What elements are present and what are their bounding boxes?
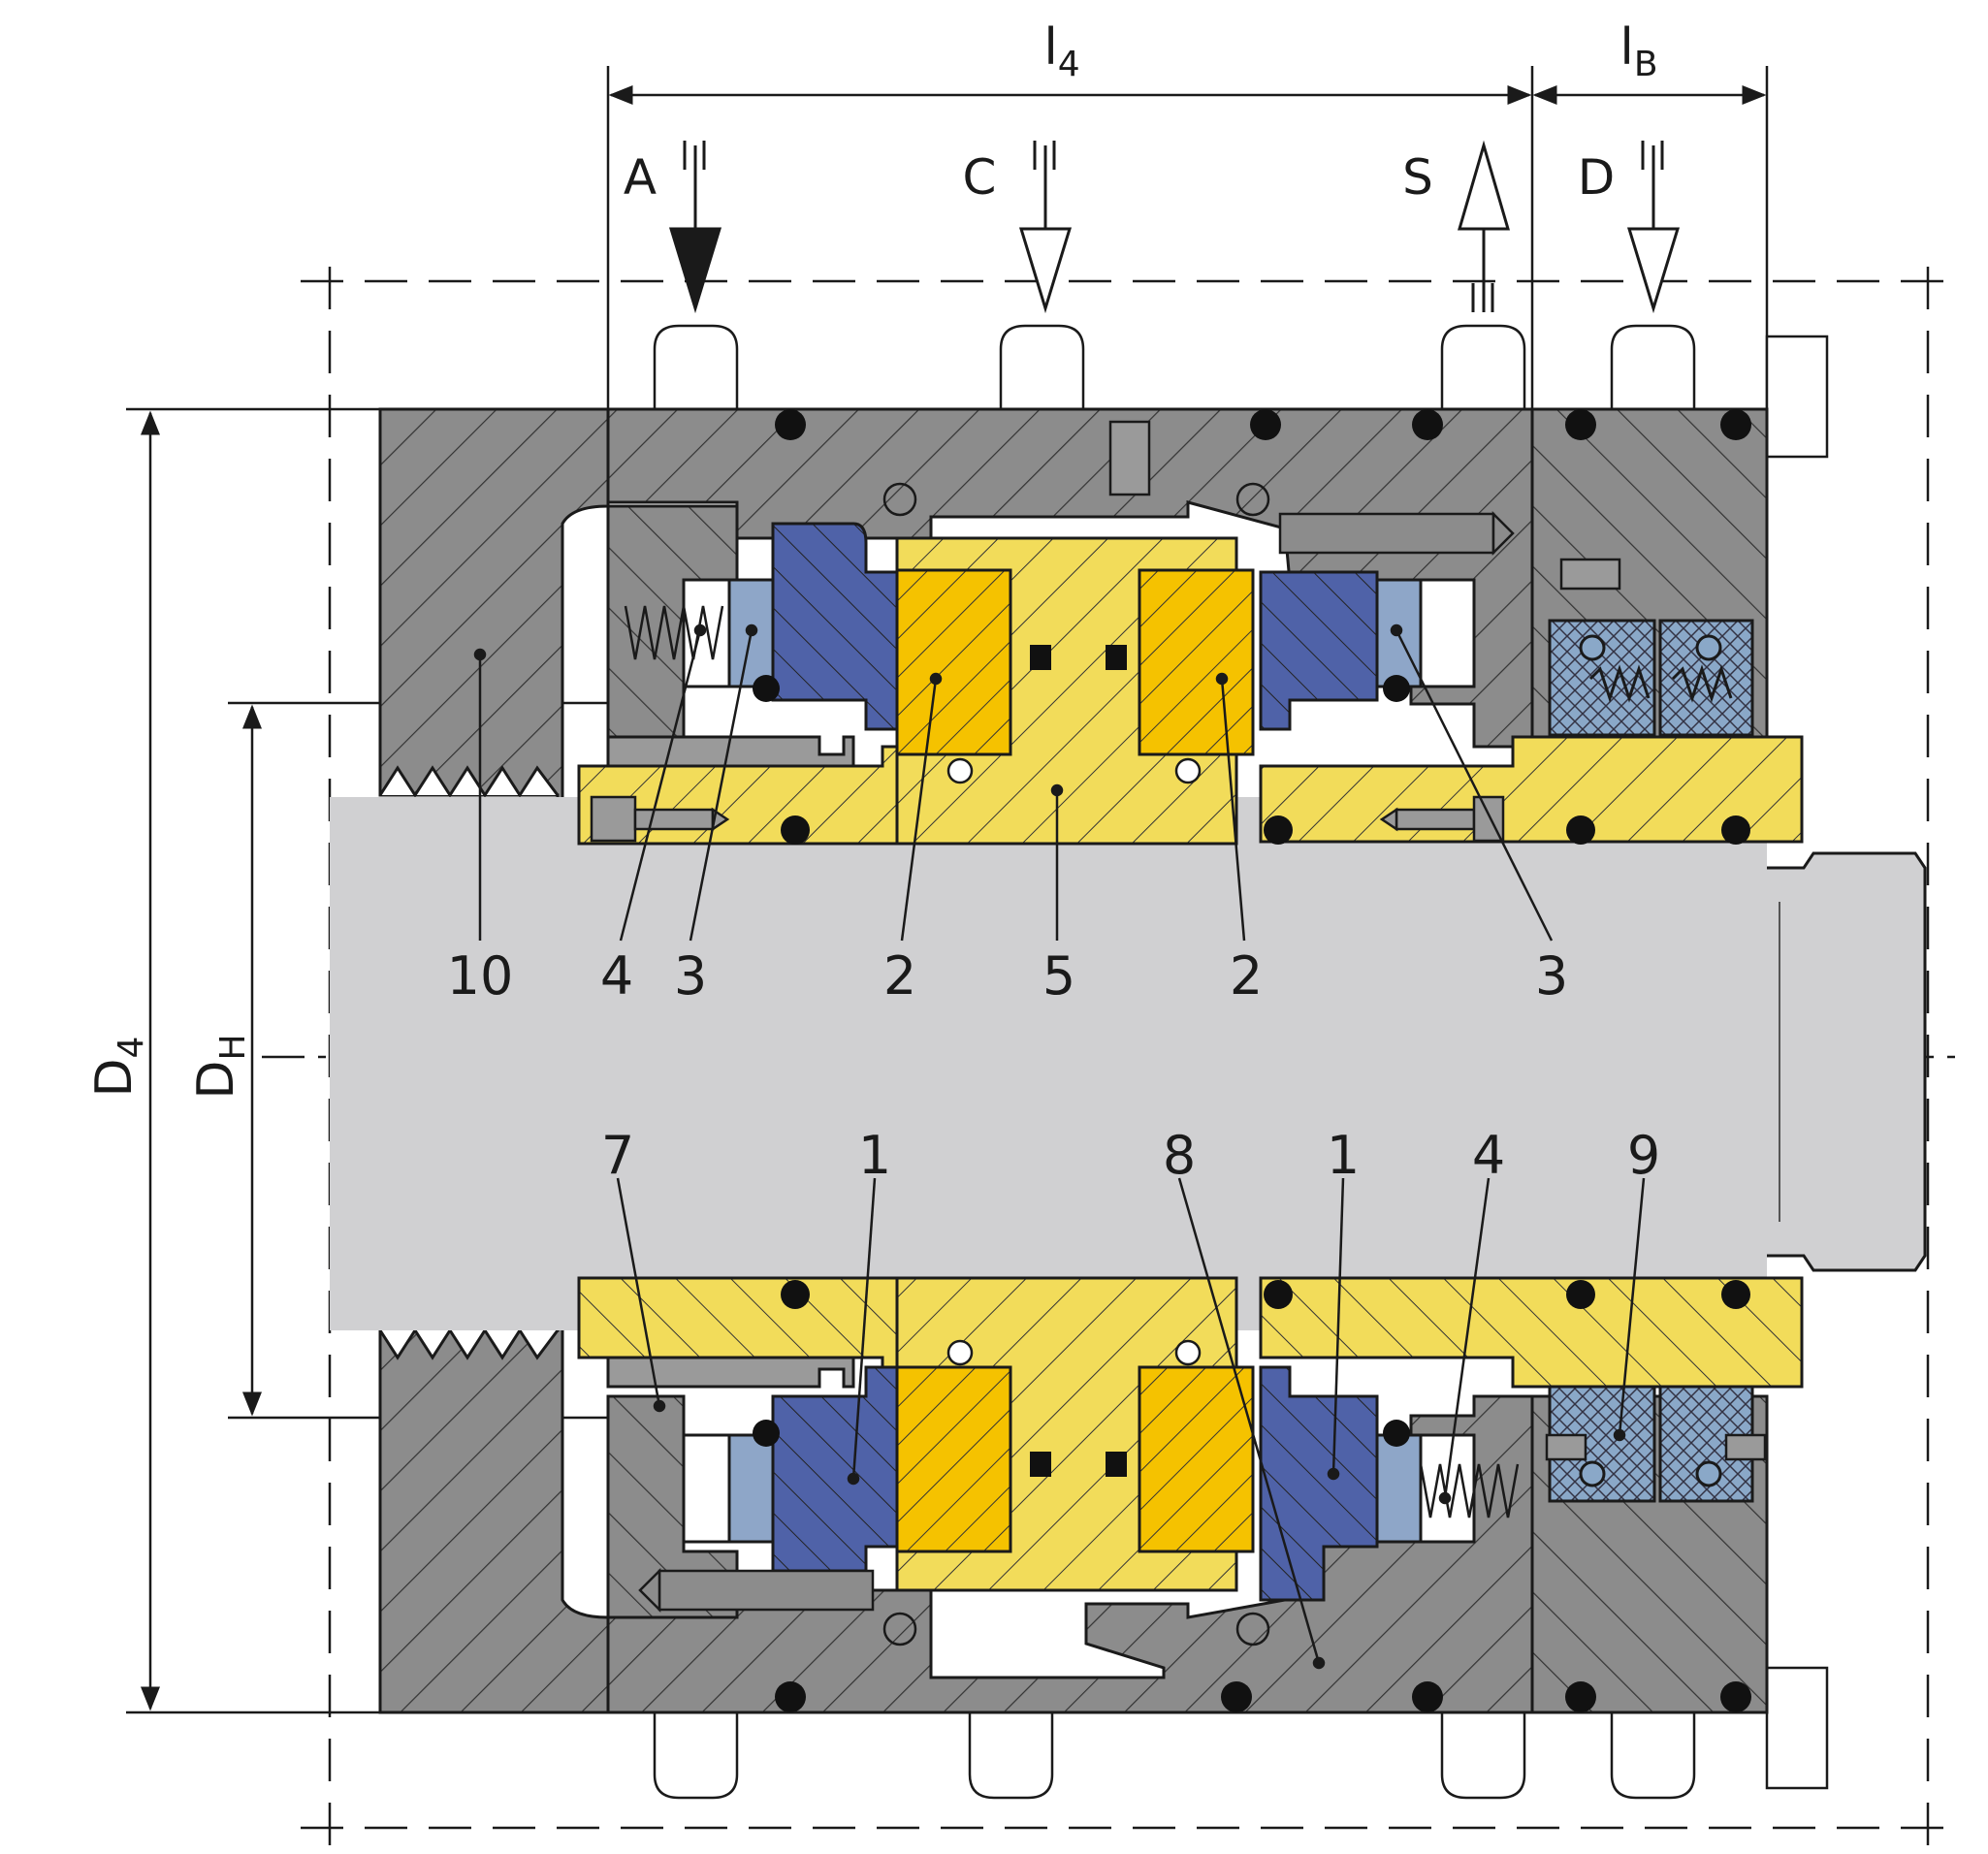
part-number-1-right: 1 [1327, 1125, 1360, 1186]
part-number-5: 5 [1042, 945, 1075, 1007]
seal-housing [606, 407, 1534, 1714]
dim-D4-label: D4 [85, 1037, 151, 1098]
port-label-A: A [624, 149, 657, 206]
part-number-2-right: 2 [1230, 945, 1263, 1007]
shaft [330, 797, 1927, 1330]
part-number-9: 9 [1627, 1125, 1660, 1186]
part-number-4-bottom: 4 [1472, 1125, 1505, 1186]
part-number-3-top-left: 3 [674, 945, 707, 1007]
port-arrows [668, 140, 1681, 314]
o-rings [753, 409, 1751, 1712]
bearing-housing [1530, 407, 1769, 1714]
part-number-3-top-right: 3 [1535, 945, 1568, 1007]
dim-lB-label: lB [1619, 18, 1657, 84]
drive-pins [946, 757, 1202, 1366]
rotating-face-rings [895, 568, 1255, 1553]
port-label-S: S [1402, 149, 1433, 206]
port-bosses [653, 324, 1829, 1800]
part-number-10: 10 [447, 945, 514, 1007]
dim-DH-label: DH [187, 1034, 253, 1099]
dimension-l4 [606, 66, 1769, 412]
o-ring-outlines [882, 482, 1270, 1646]
thrust-rings-and-springs [624, 578, 1520, 1544]
part-numbers: 10 4 3 2 5 2 3 7 1 8 1 4 9 [447, 945, 1661, 1186]
part-number-7: 7 [601, 1125, 634, 1186]
stationary-seat-rings [771, 522, 1379, 1602]
leader-lines [473, 623, 1646, 1670]
part-number-2-left: 2 [883, 945, 916, 1007]
port-label-C: C [963, 149, 997, 206]
port-label-D: D [1578, 149, 1616, 206]
set-screws [590, 420, 1767, 1614]
dim-l4-label: l4 [1043, 18, 1079, 84]
part-number-1-left: 1 [858, 1125, 891, 1186]
gland-plate [378, 407, 610, 1714]
part-number-8: 8 [1163, 1125, 1196, 1186]
part-number-4-top: 4 [600, 945, 633, 1007]
